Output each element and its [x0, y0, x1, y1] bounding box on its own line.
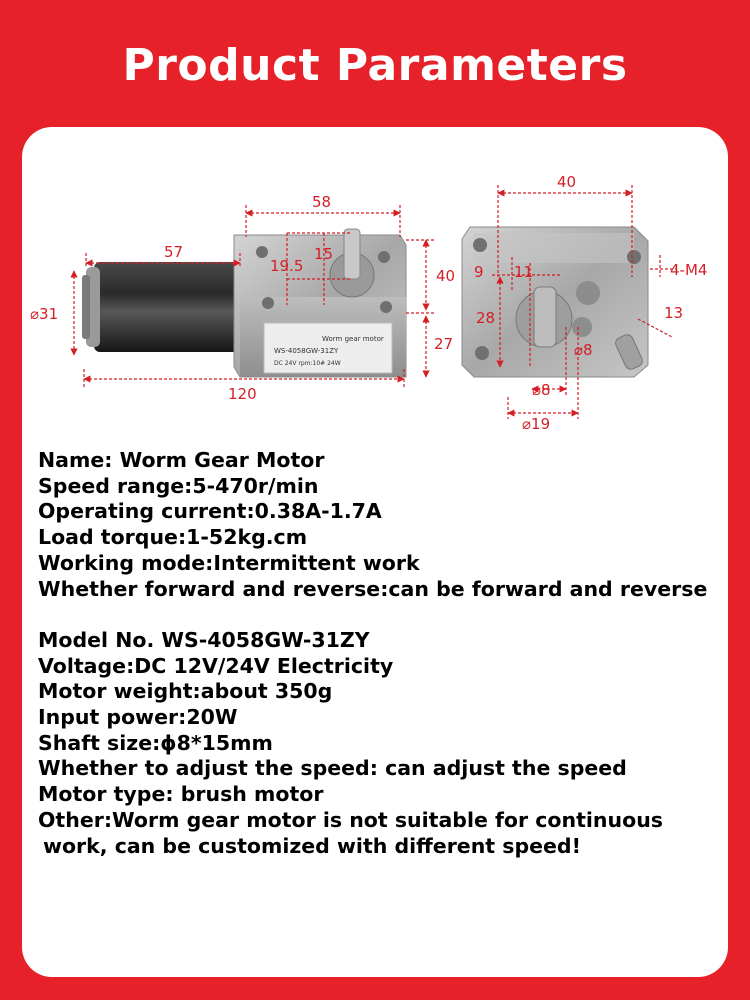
dim-gear-offset-x: 19.5 — [270, 257, 303, 275]
motor-label-line3: DC 24V rpm:10# 24W — [274, 360, 341, 367]
spec-list: Name: Worm Gear Motor Speed range:5-470r… — [38, 448, 718, 859]
dim-hole-left: 9 — [474, 263, 484, 281]
spec-spacer — [38, 602, 718, 628]
dim-gearbox-width: 58 — [312, 193, 331, 211]
motor-dimension-drawing: Worm gear motor WS-4058GW-31ZY DC 24V rp… — [30, 173, 707, 433]
product-card: Worm gear motor WS-4058GW-31ZY DC 24V rp… — [22, 127, 728, 977]
spec-shaft-size: Shaft size:ϕ8*15mm — [38, 730, 273, 755]
motor-label-line2: WS-4058GW-31ZY — [274, 347, 339, 355]
spec-speed-adjust: Whether to adjust the speed: can adjust … — [38, 756, 627, 781]
dim-gear-offset-y: 15 — [314, 245, 333, 263]
spec-model-no: Model No. WS-4058GW-31ZY — [38, 627, 370, 652]
spec-voltage: Voltage:DC 12V/24V Electricity — [38, 653, 394, 678]
spec-other-line1: Other:Worm gear motor is not suitable fo… — [38, 807, 663, 832]
spec-name: Name: Worm Gear Motor — [38, 448, 325, 472]
dim-gearbox-height: 40 — [436, 267, 455, 285]
right-dimension-lines — [492, 185, 676, 419]
dim-shaft-diameter-inner: ⌀8 — [574, 341, 593, 359]
dim-mount-holes: 4-M4 — [670, 261, 707, 279]
motor-side-view: Worm gear motor WS-4058GW-31ZY DC 24V rp… — [82, 228, 407, 378]
motor-label-line1: Worm gear motor — [322, 335, 384, 343]
spec-input-power: Input power:20W — [38, 705, 238, 730]
dim-motor-diameter: ⌀31 — [30, 305, 58, 323]
dim-flange-diameter: ⌀19 — [522, 415, 550, 433]
page-title: Product Parameters — [122, 40, 628, 91]
dim-total-length: 120 — [228, 385, 257, 403]
dim-shaft-boss: 13 — [664, 304, 683, 322]
spec-forward-reverse: Whether forward and reverse:can be forwa… — [38, 576, 708, 601]
spec-working-mode: Working mode:Intermittent work — [38, 550, 420, 575]
dim-front-width: 40 — [557, 173, 576, 191]
gearbox-front-view — [461, 226, 649, 378]
spec-operating-current: Operating current:0.38A-1.7A — [38, 499, 382, 524]
dim-motor-length: 57 — [164, 243, 183, 261]
spec-other-line2: work, can be customized with different s… — [43, 833, 581, 858]
spec-speed-range: Speed range:5-470r/min — [38, 473, 319, 498]
spec-load-torque: Load torque:1-52kg.cm — [38, 525, 308, 550]
dim-shaft-diameter-bottom: ⌀8 — [532, 381, 551, 399]
left-dimension-lines — [70, 205, 434, 387]
spec-motor-weight: Motor weight:about 350g — [38, 679, 333, 704]
spec-motor-type: Motor type: brush motor — [38, 782, 324, 807]
dim-lower-height: 27 — [434, 335, 453, 353]
dim-hole-right: 11 — [514, 263, 533, 281]
dim-front-height: 28 — [476, 309, 495, 327]
